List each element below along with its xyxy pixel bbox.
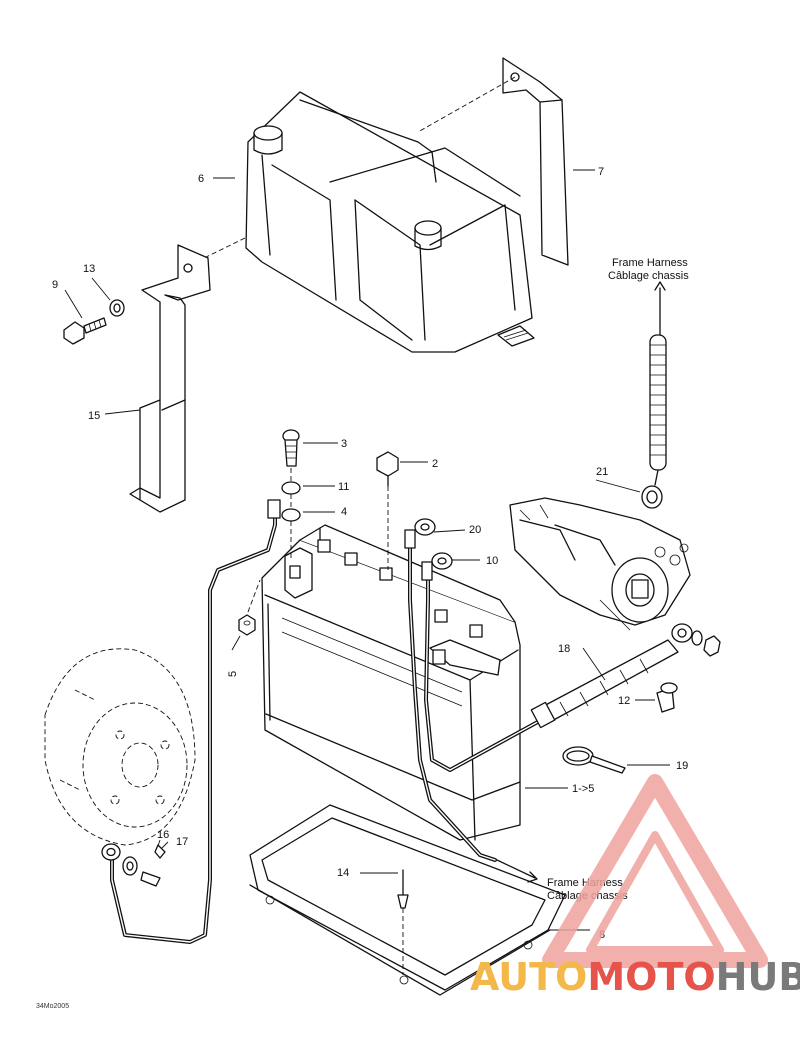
callout-4: 4 — [341, 506, 347, 518]
callout-15: 15 — [88, 410, 100, 422]
callout-14: 14 — [337, 867, 349, 879]
leader-lines — [64, 169, 670, 931]
watermark-auto: AUTO — [470, 955, 587, 999]
callout-1-5: 1->5 — [572, 783, 594, 795]
nut-5 — [238, 614, 256, 636]
terminal-boot-12 — [656, 682, 678, 713]
starter-motor — [509, 497, 691, 631]
callout-9: 9 — [52, 279, 58, 291]
ground-cable — [101, 499, 281, 944]
callout-2: 2 — [432, 458, 438, 470]
watermark-text: AUTOMOTOHUB — [470, 955, 800, 999]
battery — [261, 524, 521, 841]
assembly-line — [247, 579, 261, 613]
harness-arrow — [496, 859, 538, 883]
hold-down-rod-14 — [397, 869, 409, 975]
washer-11 — [281, 481, 301, 495]
frame-harness-cable-21 — [641, 281, 667, 509]
lock-washer-16 — [122, 856, 138, 876]
cable-tie-19 — [562, 746, 626, 774]
nut-washer-starter — [691, 630, 721, 657]
bracket-rear — [502, 57, 569, 266]
assembly-line — [417, 76, 516, 133]
washer-13 — [109, 299, 125, 317]
frame-harness-note-top-fr: Câblage chassis — [608, 270, 689, 282]
bolt-3 — [282, 429, 300, 467]
vent-cap-2 — [376, 451, 399, 570]
callout-12: 12 — [618, 695, 630, 707]
screw-17 — [140, 844, 166, 887]
watermark-triangle — [542, 774, 768, 968]
callout-16: 16 — [157, 829, 169, 841]
flywheel-housing — [44, 648, 196, 846]
callout-19: 19 — [676, 760, 688, 772]
bracket-front — [129, 244, 211, 513]
drawing-code: 34Mo2005 — [36, 1003, 69, 1010]
callout-20: 20 — [469, 524, 481, 536]
callout-6: 6 — [198, 173, 204, 185]
frame-harness-note-top-en: Frame Harness — [612, 257, 688, 269]
starter-cable-18 — [530, 623, 693, 729]
positive-cable-20 — [404, 518, 497, 862]
callout-17: 17 — [176, 836, 188, 848]
assembly-line — [199, 237, 246, 261]
callout-13: 13 — [83, 263, 95, 275]
battery-cover — [245, 91, 535, 353]
watermark-hub: HUB — [716, 955, 800, 999]
callout-21: 21 — [596, 466, 608, 478]
callout-11: 11 — [338, 481, 349, 493]
callout-10: 10 — [486, 555, 498, 567]
watermark-logo — [542, 774, 768, 968]
bolt-9 — [63, 317, 107, 345]
watermark-moto: MOTO — [587, 955, 715, 999]
washer-4 — [281, 508, 301, 522]
callout-3: 3 — [341, 438, 347, 450]
callout-18: 18 — [558, 643, 570, 655]
starter-cable-10 — [421, 552, 547, 772]
callout-7: 7 — [598, 166, 604, 178]
callout-5: 5 — [227, 671, 239, 677]
